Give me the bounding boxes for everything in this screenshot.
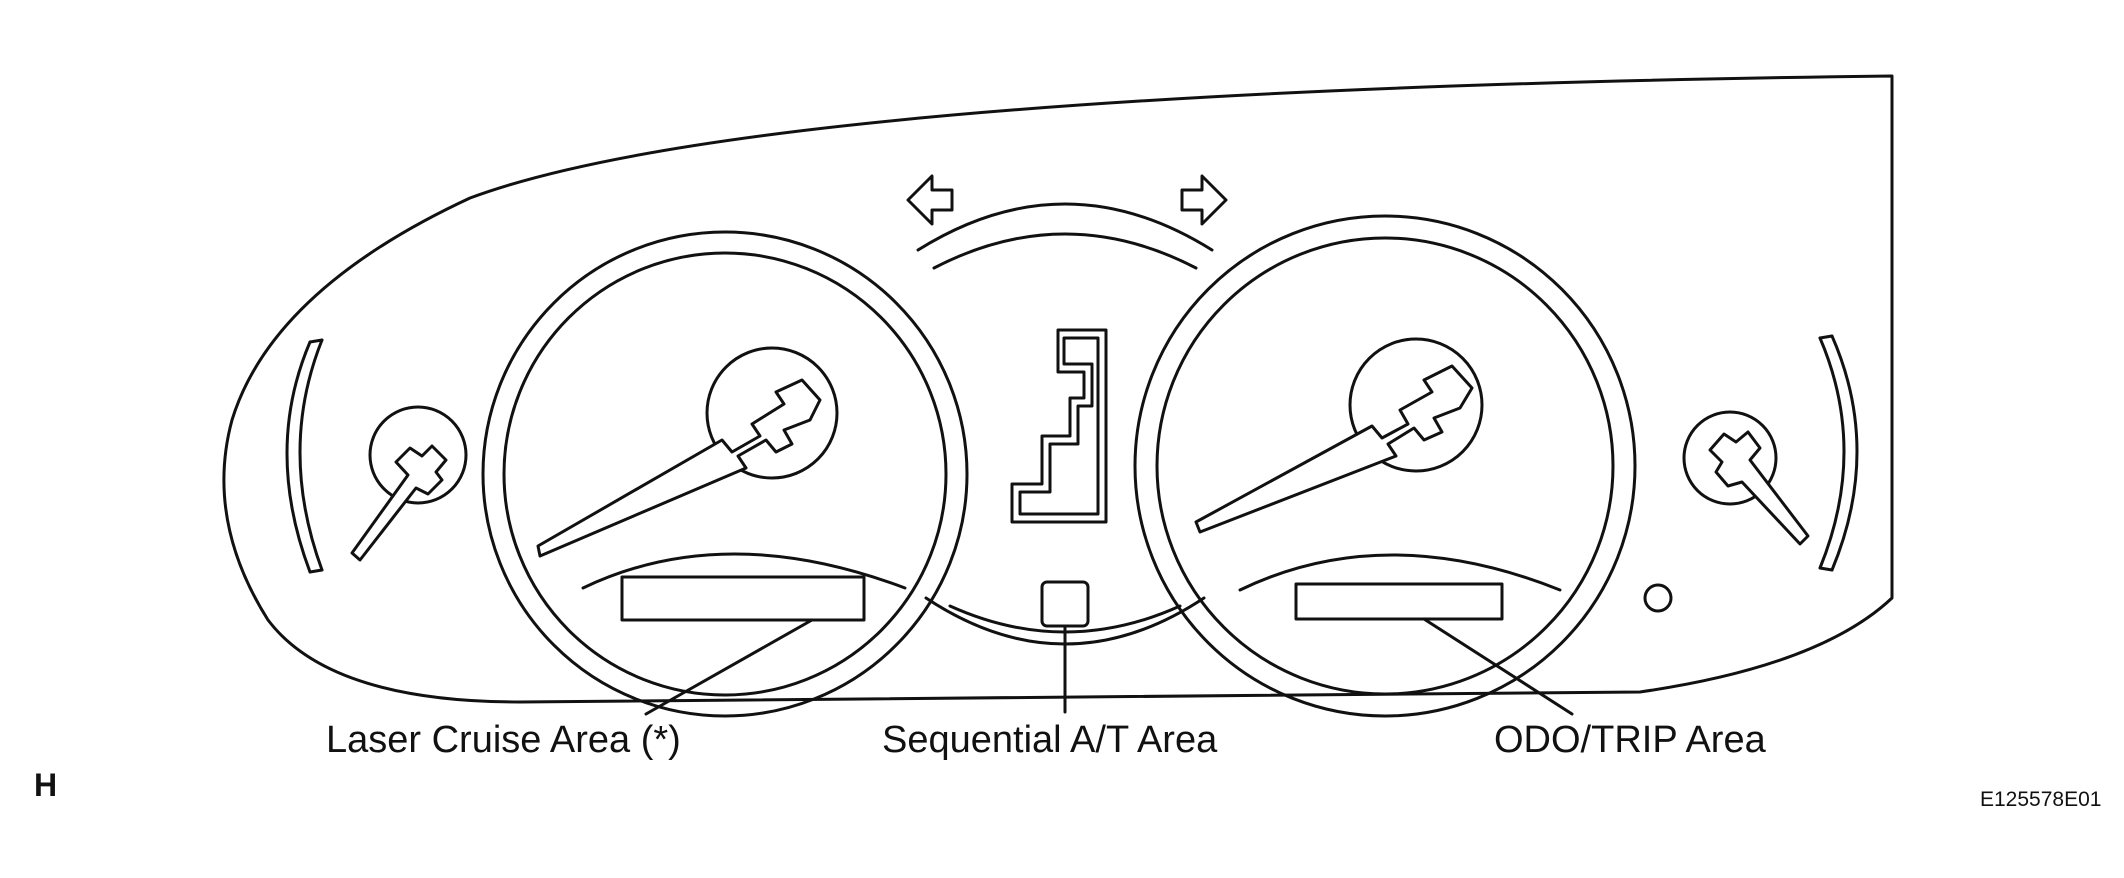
cluster-housing (222, 74, 1894, 704)
left-outer-gauge (285, 338, 468, 574)
right-outer-gauge (1643, 334, 1859, 613)
left-large-gauge (481, 230, 969, 718)
laser-cruise-display (620, 575, 866, 622)
sequential-at-label: Sequential A/T Area (882, 719, 1218, 761)
odo-trip-label: ODO/TRIP Area (1494, 719, 1767, 761)
view-letter: H (34, 767, 57, 803)
laser-cruise-leader (644, 618, 814, 716)
left-turn-arrow-icon (906, 174, 954, 226)
figure-code: E125578E01 (1980, 788, 2101, 811)
right-large-gauge (1133, 214, 1637, 718)
odo-trip-leader (1422, 617, 1574, 716)
right-turn-arrow-icon (1180, 174, 1228, 226)
shift-gate-outline (1010, 328, 1108, 524)
sequential-at-indicator (1040, 580, 1090, 628)
odo-trip-display (1294, 582, 1504, 621)
laser-cruise-label: Laser Cruise Area (*) (326, 719, 681, 761)
indicator-dot (1643, 583, 1673, 613)
